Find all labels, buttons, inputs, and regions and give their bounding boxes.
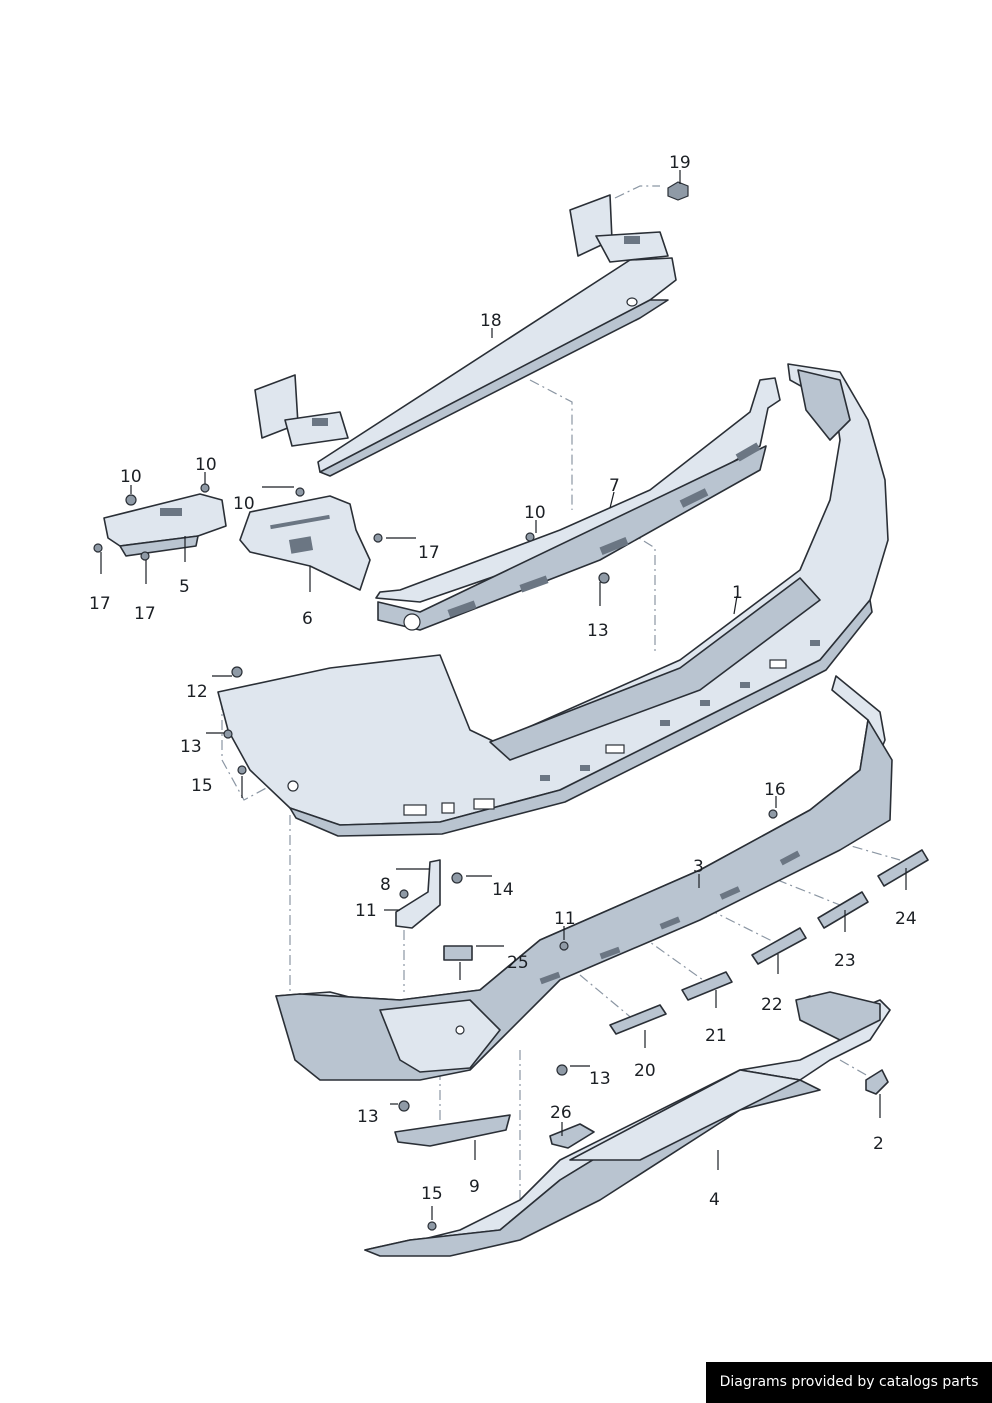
callout-25: 25 — [507, 953, 529, 973]
callout-10-d: 10 — [524, 503, 546, 523]
guide-bracket — [375, 377, 781, 631]
callout-20: 20 — [634, 1061, 656, 1081]
trim-strip — [394, 1114, 511, 1147]
bracket-26 — [549, 1123, 595, 1149]
callout-7: 7 — [609, 476, 620, 496]
callout-10-b: 10 — [195, 455, 217, 475]
callout-14: 14 — [492, 880, 514, 900]
callout-1: 1 — [732, 583, 743, 603]
callout-17-a: 17 — [418, 543, 440, 563]
callout-26: 26 — [550, 1103, 572, 1123]
diffuser — [364, 991, 891, 1257]
callout-15-b: 15 — [421, 1184, 443, 1204]
callout-17-b: 17 — [89, 594, 111, 614]
callout-2: 2 — [873, 1134, 884, 1154]
callout-21: 21 — [705, 1026, 727, 1046]
left-bracket-6 — [239, 495, 371, 591]
callout-11-a: 11 — [355, 901, 377, 921]
callout-13-d: 13 — [357, 1107, 379, 1127]
callout-17-c: 17 — [134, 604, 156, 624]
clip-bracket — [395, 859, 441, 929]
fasteners — [93, 483, 778, 1231]
leader-lines — [100, 170, 907, 1220]
bolt-19 — [667, 181, 689, 201]
callout-10-a: 10 — [120, 467, 142, 487]
clip-25 — [443, 945, 473, 961]
left-bracket-5 — [103, 493, 227, 557]
callout-5: 5 — [179, 577, 190, 597]
callout-24: 24 — [895, 909, 917, 929]
tow-cap — [865, 1069, 889, 1095]
callout-18: 18 — [480, 311, 502, 331]
callout-3: 3 — [693, 857, 704, 877]
callout-23: 23 — [834, 951, 856, 971]
credit-banner: Diagrams provided by catalogs parts — [706, 1362, 992, 1403]
callout-12: 12 — [186, 682, 208, 702]
rear-reinforcement-beam — [254, 194, 677, 477]
callout-4: 4 — [709, 1190, 720, 1210]
callout-10-c: 10 — [233, 494, 255, 514]
reflector-strips — [609, 849, 929, 1035]
callout-15-a: 15 — [191, 776, 213, 796]
bumper-cover — [217, 363, 889, 837]
callout-6: 6 — [302, 609, 313, 629]
callout-16: 16 — [764, 780, 786, 800]
callout-labels: 19 18 7 10 10 10 10 17 17 17 5 6 13 1 12… — [89, 153, 917, 1210]
callout-13-c: 13 — [589, 1069, 611, 1089]
callout-8: 8 — [380, 875, 391, 895]
callout-13-a: 13 — [587, 621, 609, 641]
callout-11-b: 11 — [554, 909, 576, 929]
callout-13-b: 13 — [180, 737, 202, 757]
callout-9: 9 — [469, 1177, 480, 1197]
lower-bumper-section — [275, 675, 893, 1081]
callout-19: 19 — [669, 153, 691, 173]
callout-22: 22 — [761, 995, 783, 1015]
